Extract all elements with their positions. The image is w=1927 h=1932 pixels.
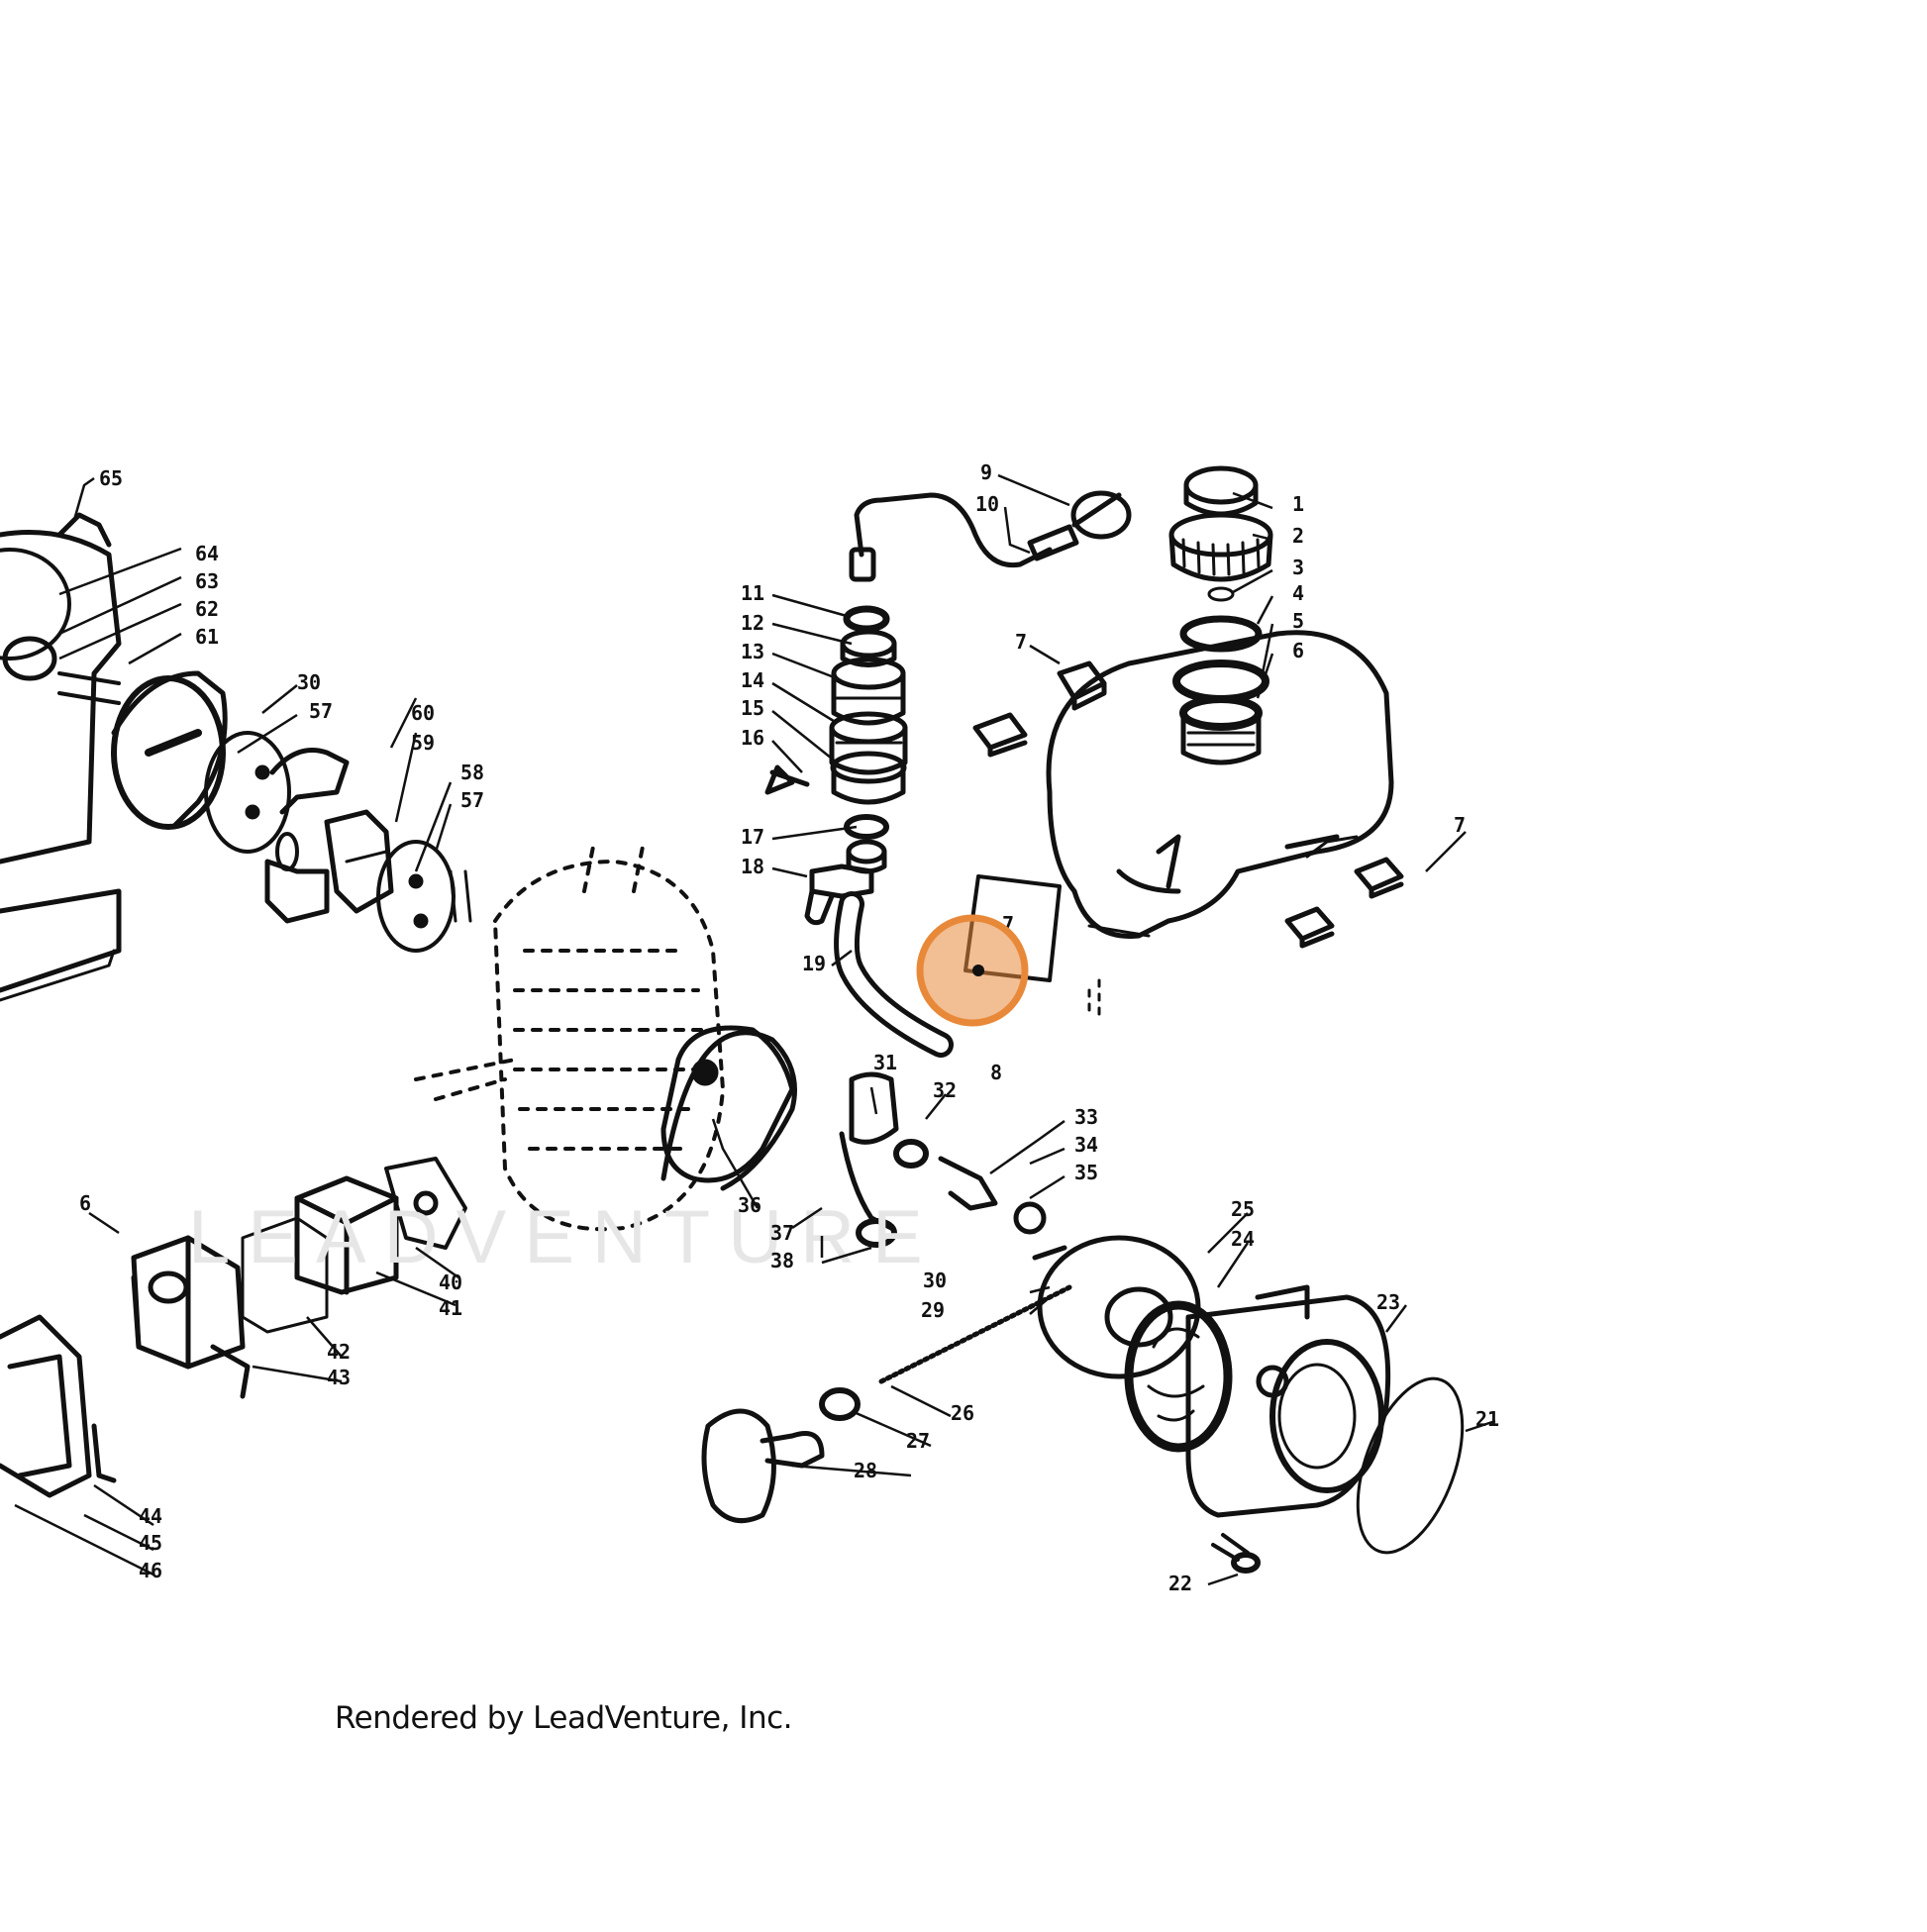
callout-4: 4 — [1292, 581, 1304, 605]
callout-12: 12 — [741, 611, 764, 635]
primer-line — [849, 490, 1132, 582]
callout-19: 19 — [802, 952, 826, 975]
fuel-cap — [1168, 465, 1273, 765]
callout-5: 5 — [1292, 609, 1304, 633]
callout-labels: 1 2 3 4 5 6 7 7 7 8 9 10 11 12 13 14 15 … — [79, 460, 1499, 1595]
callout-63: 63 — [195, 569, 219, 593]
callout-33: 33 — [1074, 1105, 1098, 1129]
callout-64: 64 — [195, 542, 219, 565]
callout-34: 34 — [1074, 1133, 1098, 1157]
fuel-tank — [1046, 630, 1394, 939]
callout-22: 22 — [1168, 1572, 1192, 1595]
callout-31: 31 — [873, 1051, 897, 1074]
clutch-drum — [2, 636, 228, 830]
callout-17: 17 — [741, 825, 764, 849]
callout-1: 1 — [1292, 492, 1304, 516]
fuel-filter-assembly — [764, 605, 954, 1058]
callout-25: 25 — [1231, 1197, 1255, 1221]
callout-23: 23 — [1376, 1290, 1400, 1314]
callout-40: 40 — [439, 1271, 462, 1294]
callout-8: 8 — [990, 1061, 1002, 1084]
engine-cover — [660, 1025, 797, 1191]
callout-30-a: 30 — [923, 1269, 947, 1292]
callout-7-a: 7 — [1015, 630, 1027, 654]
engine-cylinder — [414, 840, 725, 1232]
callout-38: 38 — [770, 1249, 794, 1272]
callout-57-a: 57 — [309, 699, 333, 723]
recoil-pulley — [1037, 1235, 1233, 1453]
callout-27: 27 — [906, 1429, 930, 1453]
callout-10: 10 — [975, 492, 999, 516]
clutch-washer — [376, 840, 472, 953]
callout-29: 29 — [921, 1298, 945, 1322]
starter-housing — [1185, 1284, 1391, 1518]
callout-45: 45 — [139, 1531, 162, 1555]
callout-46: 46 — [139, 1559, 162, 1582]
callout-41: 41 — [439, 1296, 462, 1320]
callout-35: 35 — [1074, 1161, 1098, 1184]
clutch-plate — [204, 731, 291, 854]
carburetor — [131, 1235, 251, 1399]
intake-gasket — [384, 1157, 467, 1250]
starter-handle — [701, 1387, 861, 1524]
callout-43: 43 — [327, 1366, 351, 1389]
ignition-coil — [839, 1071, 1047, 1248]
callout-3: 3 — [1292, 556, 1304, 579]
callout-11: 11 — [741, 581, 764, 605]
render-credit: Rendered by LeadVenture, Inc. — [335, 1700, 793, 1736]
housing-bolt — [1211, 1533, 1261, 1574]
callout-61: 61 — [195, 625, 219, 649]
drive-housing — [0, 512, 122, 1002]
callout-16: 16 — [741, 726, 764, 750]
callout-62: 62 — [195, 597, 219, 621]
callout-32: 32 — [933, 1078, 957, 1102]
callout-6-lower: 6 — [79, 1191, 91, 1215]
callout-9: 9 — [980, 460, 992, 484]
callout-57-b: 57 — [460, 788, 484, 812]
callout-24: 24 — [1231, 1227, 1255, 1251]
callout-58: 58 — [460, 761, 484, 784]
starter-gasket — [1356, 1376, 1465, 1555]
callout-6: 6 — [1292, 639, 1304, 662]
watermark-text: LEADVENTURE — [188, 1195, 941, 1279]
callout-44: 44 — [139, 1504, 162, 1528]
callout-13: 13 — [741, 640, 764, 663]
callout-36: 36 — [738, 1193, 761, 1217]
tank-mount-pads — [972, 661, 1404, 949]
clutch-shoes — [264, 748, 394, 924]
callout-65: 65 — [99, 466, 123, 490]
callout-2: 2 — [1292, 524, 1304, 548]
callout-37: 37 — [770, 1221, 794, 1245]
callout-28: 28 — [854, 1459, 877, 1482]
callout-30-b: 30 — [297, 670, 321, 694]
callout-60: 60 — [411, 701, 435, 725]
callout-42: 42 — [327, 1340, 351, 1364]
callout-15: 15 — [741, 696, 764, 720]
callout-59: 59 — [411, 731, 435, 755]
air-filter-housing — [0, 1314, 117, 1498]
hotspot-dot — [972, 965, 984, 976]
callout-18: 18 — [741, 855, 764, 878]
callout-21: 21 — [1475, 1407, 1499, 1431]
callout-14: 14 — [741, 668, 764, 692]
insulator-block — [294, 1175, 399, 1295]
callout-7-b: 7 — [1454, 813, 1466, 837]
part-hotspot-marker[interactable] — [916, 914, 1029, 1027]
leader-lines — [14, 473, 1496, 1586]
starter-rope — [878, 1245, 1072, 1384]
callout-26: 26 — [951, 1401, 974, 1425]
